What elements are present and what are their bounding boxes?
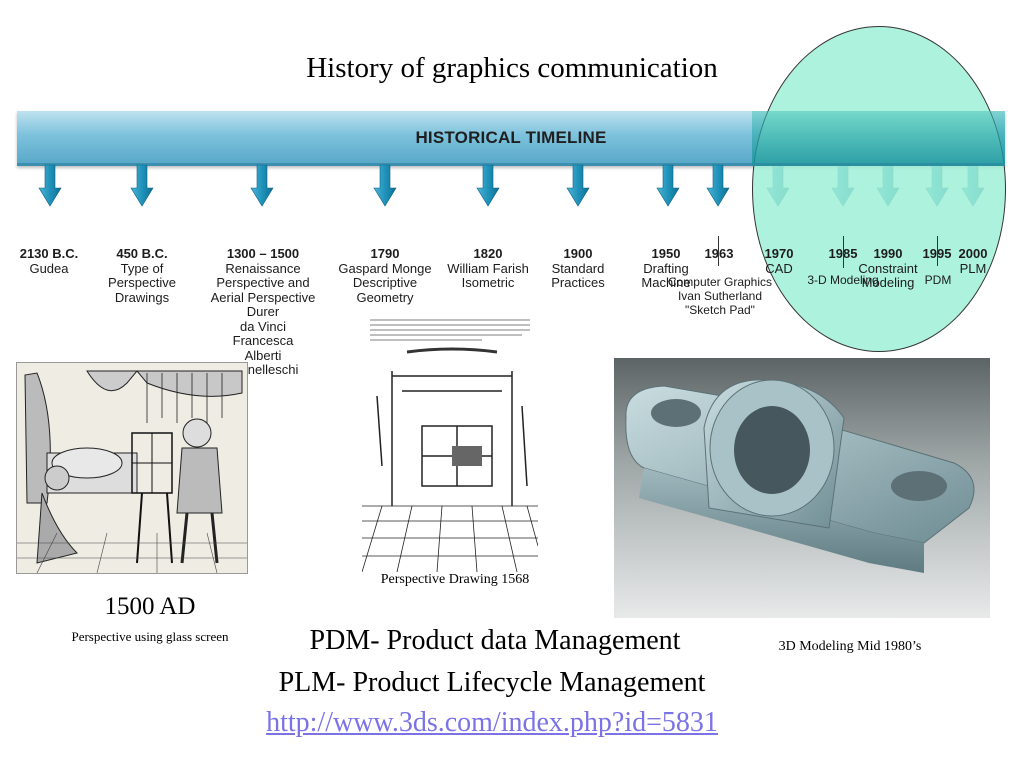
plm-definition: PLM- Product Lifecycle Management — [278, 667, 706, 698]
event-label: Gudea — [29, 260, 69, 276]
label-computer-graphics: Computer Graphics Ivan Sutherland "Sketc… — [667, 275, 773, 317]
event-year: 1790 — [370, 246, 400, 261]
timeline-arrow-3 — [373, 164, 397, 207]
event-year: 1820 — [473, 246, 503, 261]
label-3d-modeling: 3-D Modeling — [807, 273, 879, 287]
event-label: PLM — [959, 260, 987, 276]
caption-3d-modeling: 3D Modeling Mid 1980’s — [778, 639, 922, 654]
timeline-arrow-5 — [566, 164, 590, 207]
event-year: 1990 — [873, 246, 903, 261]
3d-model-image — [614, 358, 990, 618]
event-1995: 1995 — [916, 218, 958, 276]
event-1963: 1963 — [698, 218, 740, 276]
event-year: 1995 — [916, 246, 958, 262]
connector-1995 — [937, 236, 938, 266]
event-year: 450 B.C. — [116, 246, 168, 261]
label-pdm: PDM — [924, 273, 952, 287]
event-label: William Farish Isometric — [447, 260, 529, 290]
highlight-circle — [752, 26, 1006, 352]
caption-perspective-1568: Perspective Drawing 1568 — [380, 572, 530, 587]
pdm-definition: PDM- Product data Management — [309, 625, 681, 656]
slide-title: History of graphics communication — [306, 52, 718, 84]
event-label: Gaspard Monge Descriptive Geometry — [338, 260, 432, 305]
event-label: Drafting Machine — [641, 260, 691, 290]
event-label: Standard Practices — [551, 260, 605, 290]
event-label: Constraint Modeling — [858, 260, 918, 290]
event-year: 2130 B.C. — [19, 246, 79, 261]
connector-1963 — [718, 236, 719, 266]
timeline-arrow-0 — [38, 164, 62, 207]
event-year: 1900 — [563, 246, 593, 261]
perspective-drawing-1568-image — [362, 316, 538, 572]
caption-1500ad: 1500 AD — [104, 593, 196, 620]
connector-1985 — [843, 236, 844, 268]
event-450bc: 450 B.C.Type of Perspective Drawings — [98, 218, 186, 305]
timeline-arrow-6 — [656, 164, 680, 207]
event-year: 1950 — [651, 246, 681, 261]
timeline-bar-highlight — [752, 111, 1005, 166]
woodcut-glass-screen-image — [16, 362, 248, 574]
event-year: 1963 — [698, 246, 740, 262]
3ds-link[interactable]: http://www.3ds.com/index.php?id=5831 — [266, 707, 718, 738]
timeline-arrow-4 — [476, 164, 500, 207]
event-label: Type of Perspective Drawings — [108, 260, 176, 305]
event-2130bc: 2130 B.C.Gudea — [10, 218, 88, 276]
event-year: 1300 – 1500 — [226, 246, 300, 261]
timeline-arrow-2 — [250, 164, 274, 207]
timeline-arrow-1 — [130, 164, 154, 207]
event-label: Renaissance Perspective and Aerial Persp… — [210, 260, 316, 377]
timeline-arrow-7 — [706, 164, 730, 207]
event-label: CAD — [765, 260, 793, 276]
event-year: 1985 — [822, 246, 864, 262]
event-1985: 1985 — [822, 218, 864, 276]
footer-link-container: http://www.3ds.com/index.php?id=5831 — [160, 707, 824, 739]
event-year: 2000 — [958, 246, 988, 261]
timeline-heading: HISTORICAL TIMELINE — [415, 128, 607, 147]
caption-glass-screen: Perspective using glass screen — [71, 629, 229, 644]
event-year: 1970 — [764, 246, 794, 261]
